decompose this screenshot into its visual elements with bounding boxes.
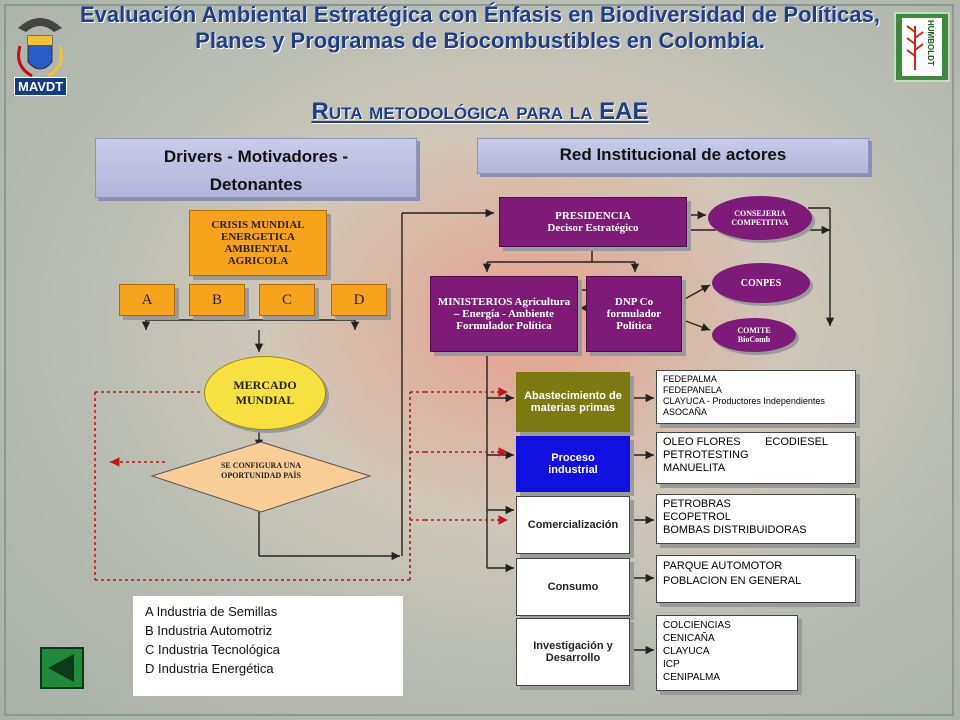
comite-ellipse: COMITE BioComb bbox=[712, 318, 796, 352]
legend-item: B Industria Automotriz bbox=[145, 623, 273, 638]
list-item: BOMBAS DISTRIBUIDORAS bbox=[663, 524, 807, 536]
legend-item: C Industria Tecnológica bbox=[145, 642, 280, 657]
list-item: POBLACION EN GENERAL bbox=[663, 575, 802, 587]
page-subtitle: Ruta metodológica para la EAE bbox=[311, 98, 649, 125]
stage-investigacion: Investigación y Desarrollo bbox=[516, 618, 630, 686]
list-item: ICP bbox=[663, 659, 680, 670]
colombia-coat-of-arms-icon bbox=[17, 18, 63, 78]
stage-consumo: Consumo bbox=[516, 558, 630, 616]
humboldt-logo-label: HUMBOLDT bbox=[926, 20, 935, 66]
crisis-box: CRISIS MUNDIAL ENERGETICA AMBIENTAL AGRI… bbox=[189, 210, 327, 276]
list-item: CENIPALMA bbox=[663, 672, 721, 683]
plant-icon bbox=[906, 25, 924, 70]
list-comercializacion: PETROBRAS ECOPETROL BOMBAS DISTRIBUIDORA… bbox=[656, 494, 856, 544]
legend: A Industria de Semillas B Industria Auto… bbox=[133, 596, 403, 696]
driver-box-b: B bbox=[189, 284, 245, 316]
mavdt-logo-label: MAVDT bbox=[14, 77, 68, 96]
list-consumo: PARQUE AUTOMOTOR POBLACION EN GENERAL bbox=[656, 555, 856, 603]
driver-box-a: A bbox=[119, 284, 175, 316]
dnp-box: DNP Co formulador Política bbox=[586, 276, 682, 352]
opportunity-diamond bbox=[150, 441, 372, 513]
page-title: Evaluación Ambiental Estratégica con Énf… bbox=[80, 2, 880, 53]
consejeria-ellipse: CONSEJERIA COMPETITIVA bbox=[708, 196, 812, 240]
list-item: PETROBRAS bbox=[663, 498, 731, 510]
ministerios-box: MINISTERIOS Agricultura – Energía - Ambi… bbox=[430, 276, 578, 352]
humboldt-logo: HUMBOLDT bbox=[894, 12, 950, 82]
driver-box-d: D bbox=[331, 284, 387, 316]
conpes-ellipse: CONPES bbox=[712, 263, 810, 303]
list-item: CLAYUCA - Productores Independientes bbox=[663, 396, 825, 406]
list-investigacion: COLCIENCIAS CENICAÑA CLAYUCA ICP CENIPAL… bbox=[656, 615, 798, 691]
opportunity-label: SE CONFIGURA UNA OPORTUNIDAD PAÍS bbox=[220, 461, 301, 480]
list-item: MANUELITA bbox=[663, 462, 726, 474]
list-item: FEDEPALMA bbox=[663, 374, 717, 384]
market-ellipse: MERCADO MUNDIAL bbox=[204, 356, 326, 430]
slide-frame bbox=[4, 4, 954, 716]
legend-item: D Industria Energética bbox=[145, 661, 274, 676]
list-item: CLAYUCA bbox=[663, 646, 710, 657]
stage-abastecimiento: Abastecimiento de materias primas bbox=[516, 372, 630, 432]
list-item: PETROTESTING bbox=[663, 449, 749, 461]
stage-comercializacion: Comercialización bbox=[516, 496, 630, 554]
list-item: OLEO FLORES ECODIESEL bbox=[663, 436, 829, 448]
list-item: FEDEPANELA bbox=[663, 385, 722, 395]
list-item: PARQUE AUTOMOTOR bbox=[663, 560, 783, 572]
list-item: ECOPETROL bbox=[663, 511, 731, 523]
triangle-left-icon bbox=[48, 654, 74, 682]
stage-proceso: Proceso industrial bbox=[516, 436, 630, 492]
presidencia-box: PRESIDENCIA Decisor Estratégico bbox=[499, 197, 687, 247]
list-item: COLCIENCIAS bbox=[663, 620, 731, 631]
back-button[interactable] bbox=[40, 647, 84, 689]
actors-header: Red Institucional de actores bbox=[477, 138, 869, 174]
list-abastecimiento: FEDEPALMA FEDEPANELA CLAYUCA - Productor… bbox=[656, 370, 856, 424]
drivers-header: Drivers - Motivadores - Detonantes bbox=[95, 138, 417, 198]
list-proceso: OLEO FLORES ECODIESEL PETROTESTING MANUE… bbox=[656, 432, 856, 484]
list-item: ASOCAÑA bbox=[663, 407, 708, 417]
list-item: CENICAÑA bbox=[663, 633, 715, 644]
legend-item: A Industria de Semillas bbox=[145, 604, 278, 619]
driver-box-c: C bbox=[259, 284, 315, 316]
